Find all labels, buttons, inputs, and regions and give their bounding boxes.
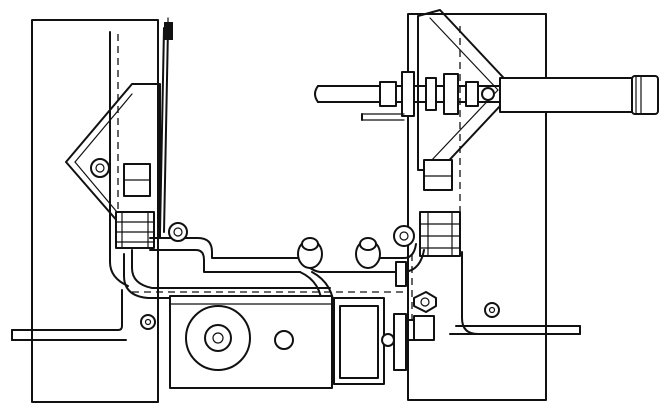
right-frame-panel bbox=[408, 14, 546, 400]
horizontal-pipe-assembly bbox=[124, 223, 436, 384]
cylindrical-rod bbox=[315, 72, 658, 120]
control-box bbox=[334, 298, 406, 384]
base-rails bbox=[12, 290, 580, 340]
left-triangular-bracket bbox=[66, 18, 173, 286]
left-frame-panel bbox=[32, 20, 158, 402]
right-triangular-bracket bbox=[418, 10, 515, 334]
pulley-wheel bbox=[186, 306, 250, 370]
